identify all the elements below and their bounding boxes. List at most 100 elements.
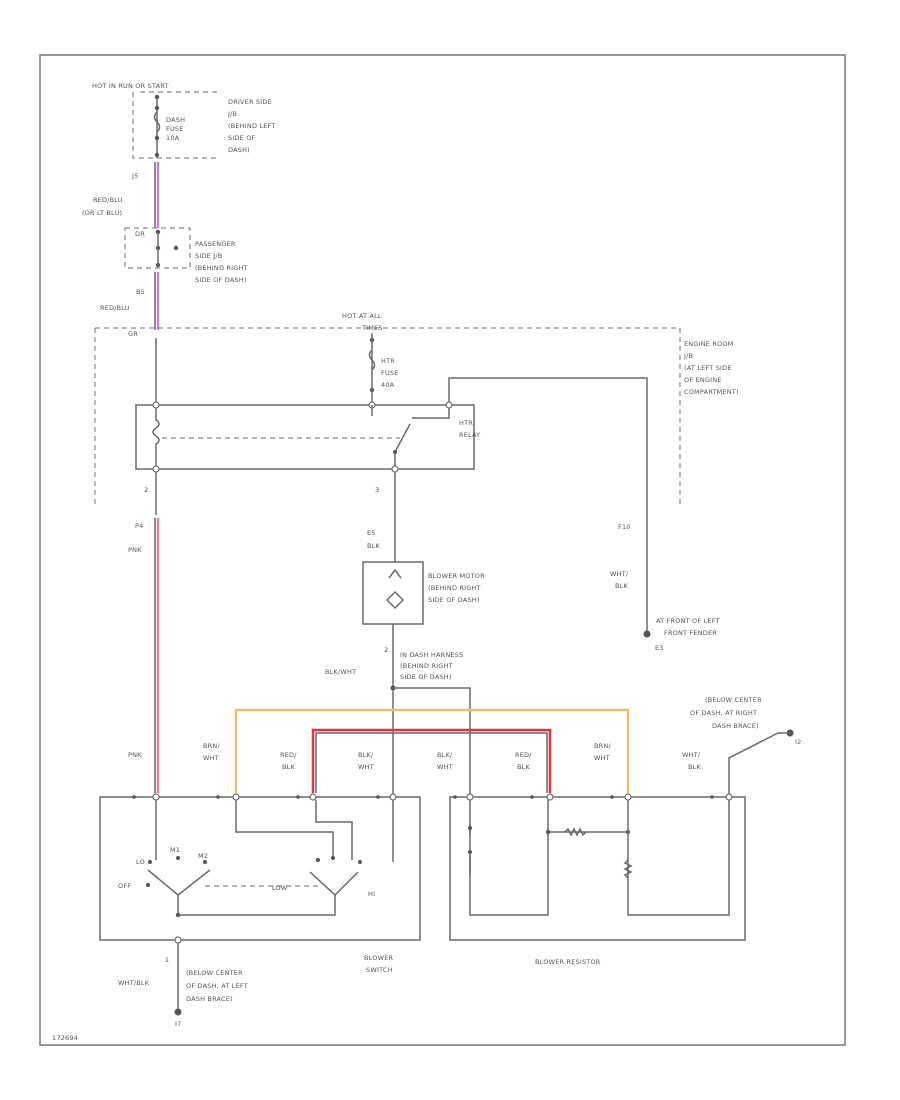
resistor-right-loop <box>627 800 730 916</box>
passenger-terminal-c <box>173 245 179 251</box>
gr-pin-label: GR <box>128 330 138 338</box>
engine-jb-line-5: COMPARTMENT) <box>684 388 739 396</box>
switch-right-contact <box>309 871 359 896</box>
blower-resistor-box <box>449 796 746 941</box>
blower-switch-box <box>99 796 421 941</box>
driver-jb-line-3: (BEHIND LEFT <box>228 122 276 130</box>
passenger-jb-line-1: PASSENGER <box>195 240 236 248</box>
switch-wire-blk-1: BLK/ <box>358 751 374 759</box>
switch-pos-m1: M1 <box>170 846 180 854</box>
red-blu-label-lower: RED/BLU <box>100 304 130 312</box>
p4-pin-label: P4 <box>135 522 143 530</box>
bottom-wht-blk-label: WHT/BLK <box>118 979 150 987</box>
bottom-ground-line-1: (BELOW CENTER <box>186 969 243 977</box>
switch-pos-m2: M2 <box>198 852 208 860</box>
hot-at-all-label: HOT AT ALL <box>342 312 382 320</box>
ground-i2-id: I2 <box>795 738 801 746</box>
switch-internal-red <box>315 800 353 860</box>
ground-i7-symbol <box>174 1008 182 1016</box>
switch-contact-m2 <box>203 860 207 864</box>
switch-common-bus <box>177 895 336 916</box>
passenger-jb-line-2: SIDE J/B <box>195 252 222 260</box>
dash-fuse-symbol <box>153 111 161 133</box>
relay-contact-pivot <box>393 450 397 454</box>
dash-fuse-word: FUSE <box>166 125 184 133</box>
htr-fuse-word: FUSE <box>381 369 399 377</box>
resistor-zigzag <box>564 827 587 837</box>
f10-pin-label: F10 <box>618 523 631 531</box>
switch-contact-m1 <box>176 856 180 860</box>
times-label: TIMES <box>361 324 383 332</box>
passenger-jb-line-3: (BEHIND RIGHT <box>195 264 248 272</box>
switch-wire-red-2: BLK <box>282 763 295 771</box>
engine-jb-line-4: OF ENGINE <box>684 376 722 384</box>
bottom-ground-line-3: DASH BRACE) <box>186 995 233 1003</box>
engine-jb-outline <box>94 327 681 505</box>
switch-conn-a <box>132 795 136 799</box>
htr-relay-label-2: RELAY <box>459 431 480 439</box>
switch-wire-pnk: PNK <box>128 751 142 759</box>
driver-jb-line-4: SIDE OF <box>228 134 256 142</box>
resistor-wire-red-1: RED/ <box>515 751 532 759</box>
resistor-wire-wht-1: WHT/ <box>682 751 701 759</box>
driver-jb-line-5: DASH) <box>228 146 250 154</box>
blower-switch-label-1: BLOWER <box>364 954 393 962</box>
e5-blk-label: BLK <box>367 542 380 550</box>
switch-pos-off: OFF <box>118 882 131 890</box>
motor-out-pin: 2 <box>384 646 388 654</box>
bottom-ground-line-2: OF DASH, AT LEFT <box>186 982 248 990</box>
resistor-terminal-4 <box>725 793 733 801</box>
switch-contact-lo <box>148 860 152 864</box>
wire-relay-to-ground-side <box>448 377 648 505</box>
resistor-wire-blk-1: BLK/ <box>437 751 453 759</box>
switch-conn-c <box>296 795 300 799</box>
ground-e3-id: E3 <box>655 644 664 652</box>
resistor-left-loop <box>469 800 549 916</box>
relay-terminal-mid-bottom <box>391 465 399 473</box>
switch-pos-hi: HI <box>368 890 375 898</box>
lt-blu-label: (OR LT BLU) <box>82 209 122 217</box>
resistor-conn-c <box>610 795 614 799</box>
hot-in-run-label: HOT IN RUN OR START <box>92 82 169 90</box>
blower-motor-line-3: SIDE OF DASH) <box>428 596 480 604</box>
dash-fuse-name: DASH <box>166 116 185 124</box>
passenger-pin-label: DR <box>135 230 145 238</box>
engine-jb-line-1: ENGINE ROOM <box>684 340 734 348</box>
relay-contact <box>394 408 450 466</box>
relay-coil <box>152 408 160 466</box>
resistor-wire-wht-2: BLK <box>688 763 701 771</box>
j5-pin-label: J5 <box>131 172 138 180</box>
ground-e3-line-2: FRONT FENDER <box>664 629 717 637</box>
outer-frame <box>39 54 846 1046</box>
driver-jb-outline <box>132 91 220 159</box>
blower-switch-label-2: SWITCH <box>366 966 393 974</box>
switch-wire-red-1: RED/ <box>280 751 297 759</box>
switch-terminal-1 <box>152 793 160 801</box>
resistor-conn-a <box>453 795 457 799</box>
pnk-label-upper: PNK <box>128 546 142 554</box>
wht-blk-right-2: BLK <box>615 582 628 590</box>
ground-e3-symbol <box>643 630 651 638</box>
wire-splice-to-resistor <box>393 687 471 800</box>
blower-resistor-label: BLOWER RESISTOR <box>535 958 601 966</box>
htr-relay-label-1: HTR <box>459 419 473 427</box>
switch-left-contact <box>147 869 211 896</box>
fuse-terminal-top <box>154 94 160 100</box>
fuse-terminal-bottom <box>154 152 160 158</box>
relay-terminal-left-top <box>152 401 160 409</box>
switch-internal-brn <box>235 800 334 860</box>
resistor-node-1 <box>468 826 472 830</box>
engine-jb-line-2: J/B <box>683 352 693 360</box>
switch-bottom-terminal <box>174 936 182 944</box>
engine-jb-line-3: (AT LEFT SIDE <box>684 364 732 372</box>
switch-contact-r2 <box>331 856 335 860</box>
resistor-element-2 <box>623 859 633 879</box>
switch-contact-off <box>146 883 150 887</box>
fuse-terminal-mid <box>154 105 160 111</box>
tan-wire <box>234 708 630 793</box>
switch-contact-low <box>316 858 320 862</box>
resistor-wire-brn-1: BRN/ <box>594 742 611 750</box>
passenger-jb-outline <box>124 227 191 269</box>
passenger-jb-line-4: SIDE OF DASH) <box>195 276 247 284</box>
bottom-pin-label: 1 <box>165 956 169 964</box>
